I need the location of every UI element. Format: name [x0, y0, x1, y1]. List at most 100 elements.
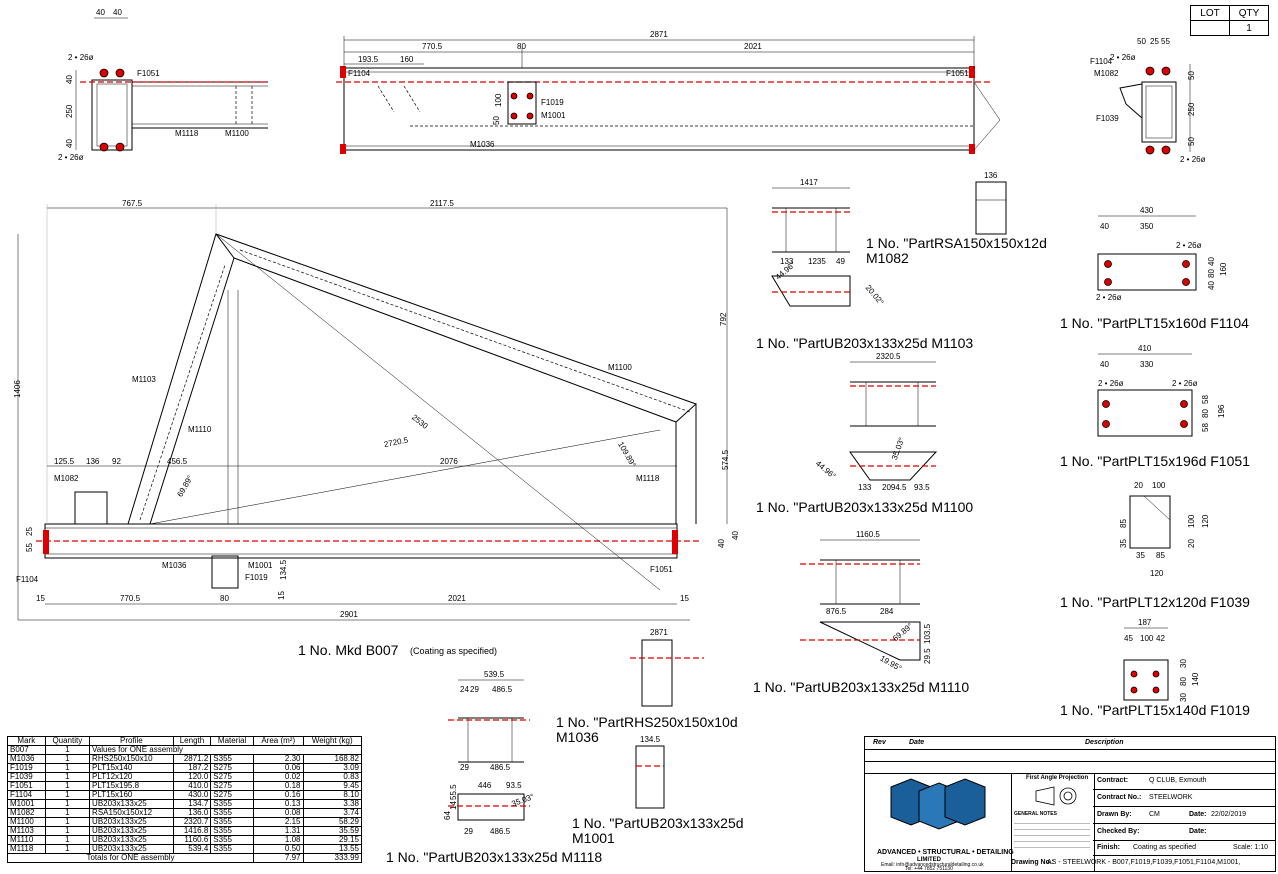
drawing-no-label: Drawing No.: [1011, 859, 1055, 866]
f1104-v80: 80 [1207, 269, 1216, 278]
title-block: Rev Date Description ADVANCED • STRUCTUR… [864, 736, 1276, 872]
main-dim-span: 2076 [440, 457, 458, 466]
right-end-view: 50 25 55 2 • 26ø 2 • 26ø F1104 M1082 F10… [1090, 37, 1206, 164]
m1082-d136: 136 [984, 171, 998, 180]
f1051-v58a: 58 [1201, 395, 1210, 404]
main-dim-80: 80 [220, 594, 229, 603]
m1110-d876: 876.5 [826, 607, 847, 616]
m1118-d486c: 486.5 [490, 827, 511, 836]
m1118-d29b: 29 [460, 763, 469, 772]
main-mark-m1118: M1118 [636, 474, 660, 483]
top-view-mid: 80 [517, 42, 526, 51]
left-end-mark-f1051: F1051 [137, 69, 160, 78]
part-m1110: 1160.5 876.5 284 103.5 29.5 69.89° 19.95… [753, 530, 969, 695]
right-end-mark-m1082: M1082 [1094, 69, 1119, 78]
main-dim-55: 55 [25, 543, 34, 552]
f1051-v80: 80 [1201, 409, 1210, 418]
f1039-v120: 120 [1201, 514, 1210, 528]
m1110-d29: 29.5 [923, 648, 932, 664]
main-mark-f1051: F1051 [650, 565, 673, 574]
top-view-d160: 160 [400, 55, 414, 64]
rev-label: Rev [873, 739, 886, 746]
f1039-d120b: 120 [1150, 569, 1164, 578]
main-mark-m1110: M1110 [188, 425, 212, 434]
f1051-d40: 40 [1100, 360, 1109, 369]
contract-no-label: Contract No.: [1097, 794, 1142, 801]
m1103-d1235: 1235 [808, 257, 826, 266]
projection-symbol-icon [1035, 786, 1077, 806]
drawn-date-value: 22/02/2019 [1211, 811, 1247, 818]
f1039-v35: 35 [1119, 539, 1128, 548]
top-view-right: 2021 [744, 42, 762, 51]
main-caption: 1 No. Mkd B007 [298, 642, 399, 658]
general-notes-label: GENERAL NOTES [1014, 811, 1057, 817]
m1100-d133: 133 [858, 483, 872, 492]
m1036-caption-1: 1 No. "PartRHS250x150x10d [556, 714, 738, 730]
m1103-a2: 20.02° [864, 283, 886, 307]
bom-cell: M1118 [7, 844, 46, 854]
right-end-v50a: 50 [1187, 71, 1196, 80]
f1039-v100: 100 [1187, 514, 1196, 528]
left-end-holes-bottom: 2 • 26ø [58, 153, 84, 162]
lot-label: LOT [1190, 5, 1230, 21]
main-dim-end15b: 15 [680, 594, 689, 603]
lot-value [1190, 20, 1230, 36]
m1103-caption: 1 No. "PartUB203x133x25d M1103 [756, 335, 973, 351]
top-view-total: 2871 [650, 30, 668, 39]
lot-qty-box: LOT QTY 1 [1190, 5, 1269, 36]
main-mark-m1103: M1103 [132, 375, 156, 384]
main-dim-456: 456.5 [167, 457, 188, 466]
right-end-d25: 25 [1150, 37, 1159, 46]
revision-row-2 [865, 762, 1275, 774]
m1118-d486b: 486.5 [490, 763, 511, 772]
main-dim-right-lower: 574.5 [721, 449, 730, 470]
drawn-date-label: Date: [1189, 811, 1207, 818]
f1104-d430: 430 [1140, 206, 1154, 215]
main-dim-bottom-left: 770.5 [120, 594, 141, 603]
bom-cell: 539.4 [172, 844, 212, 854]
projection-box: First Angle Projection GENERAL NOTES [1011, 773, 1095, 871]
company-tel: Tel: +44 7852 751130 [905, 866, 953, 872]
m1001-caption-1: 1 No. "PartUB203x133x25d [572, 815, 744, 831]
main-dim-right-upper: 792 [719, 312, 728, 326]
f1051-v58b: 58 [1201, 423, 1210, 432]
f1019-v140: 140 [1191, 672, 1200, 686]
f1019-v80: 80 [1179, 677, 1188, 686]
bom-header-cell: Weight (kg) [302, 736, 362, 746]
main-dim-top-right: 2117.5 [430, 199, 454, 208]
m1001-caption-2: M1001 [572, 830, 615, 846]
m1100-d93: 93.5 [914, 483, 930, 492]
date-label: Date [909, 739, 925, 746]
f1104-v160: 160 [1219, 262, 1228, 276]
m1036-d2871: 2871 [650, 628, 668, 637]
f1019-v30a: 30 [1179, 659, 1188, 668]
company-name: ADVANCED • STRUCTURAL • DETAILING [877, 849, 1014, 856]
m1036-caption-2: M1036 [556, 729, 599, 745]
bom-cell: 1 [44, 844, 91, 854]
bom-totals-area: 7.97 [252, 853, 304, 863]
part-m1103: 1417 133 1235 49 44.96° 20.02° 1 No. "Pa… [756, 178, 973, 351]
main-mark-m1001: M1001 [248, 561, 273, 570]
left-end-mark-m1118: M1118 [175, 129, 199, 138]
part-m1082: 136 1 No. "PartRSA150x150x12d M1082 [866, 171, 1047, 266]
main-dim-125: 125.5 [54, 457, 75, 466]
m1103-d1417: 1417 [800, 178, 818, 187]
drawn-by-label: Drawn By: [1097, 811, 1132, 818]
f1039-v20: 20 [1187, 539, 1196, 548]
top-view-mark-m1001: M1001 [541, 111, 566, 120]
f1051-d330: 330 [1140, 360, 1154, 369]
top-view-mark-f1019: F1019 [541, 98, 564, 107]
f1051-holes-a: 2 • 26ø [1098, 379, 1124, 388]
right-end-v250: 250 [1187, 102, 1196, 116]
m1001-d134: 134.5 [640, 735, 661, 744]
right-end-d50: 50 [1137, 37, 1146, 46]
right-end-holes-bottom: 2 • 26ø [1180, 155, 1206, 164]
main-mark-m1036: M1036 [162, 561, 187, 570]
m1110-caption: 1 No. "PartUB203x133x25d M1110 [753, 679, 969, 695]
